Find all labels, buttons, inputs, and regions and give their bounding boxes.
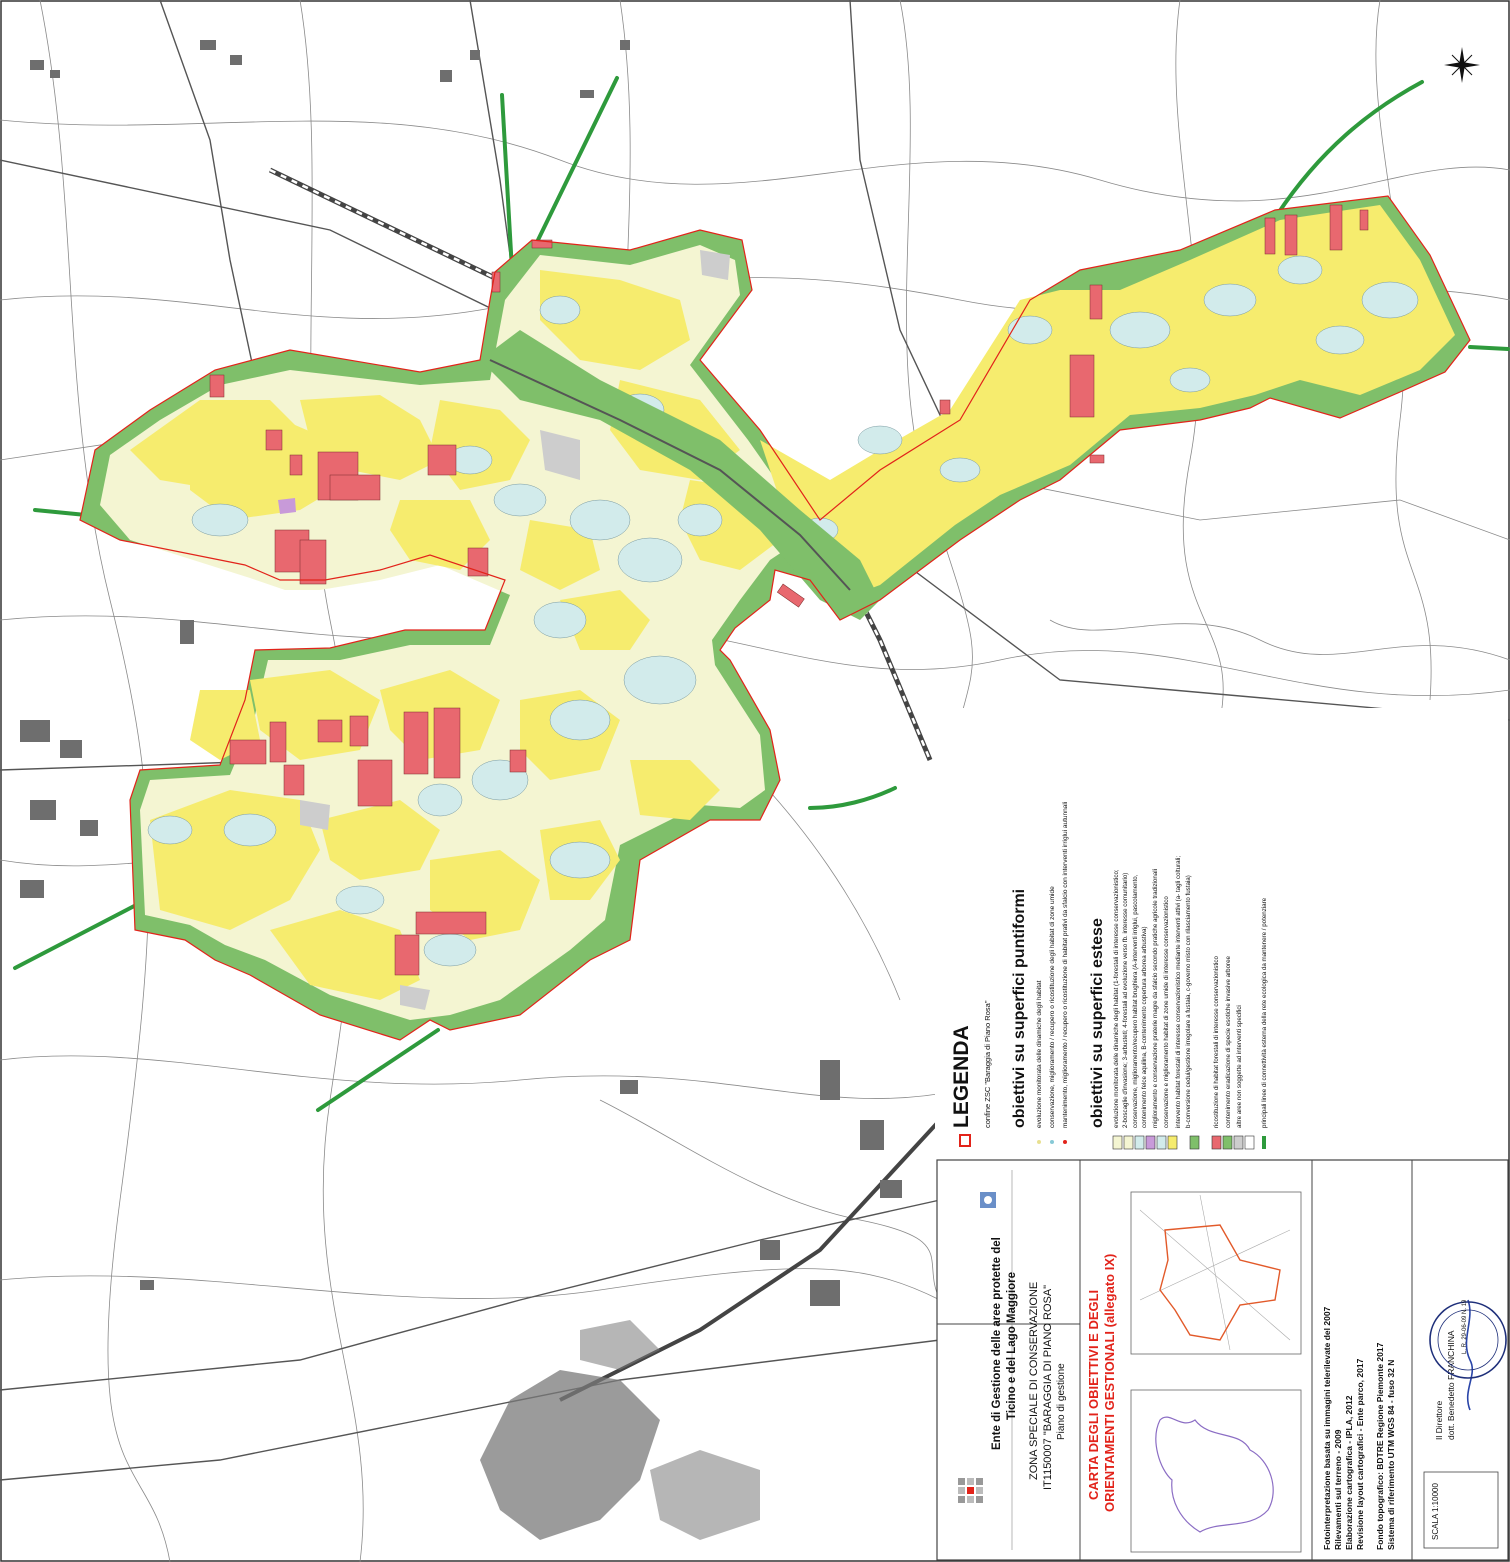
area-item: contenimento felce aquilina, B-contenime… [1141,926,1148,1128]
zsc-line3: Piano di gestione [1056,1363,1067,1440]
director-name: dott. Benedetto FRANCHINA [1446,1330,1456,1440]
org-name-line1: Ente di Gestione delle aree protette del [991,1237,1003,1450]
area-item: miglioramento e conservazione praterie m… [1152,869,1159,1128]
area-objectives-header: obiettivi su superfici estese [1089,918,1106,1128]
area-item: evoluzione monitorata delle dinamiche de… [1113,869,1120,1128]
signature [1465,1299,1474,1411]
director-role: Il Direttore [1434,1401,1444,1440]
purple-patch [278,498,296,514]
area-item: contenimento eradicazione di specie esot… [1225,955,1232,1128]
area-swatches [1112,1135,1266,1150]
boundary-label: confine ZSC "Baraggia di Piano Rosa" [983,1000,992,1128]
area-item: principali linee di connettività esterna… [1261,897,1268,1128]
point-objectives-header: obiettivi su superfici puntiformi [1011,889,1028,1128]
area-item: conservazione, miglioramento/recupero ha… [1132,874,1139,1128]
zsc-boundary [79,195,1471,1041]
zsc-area [79,195,1471,1041]
point-swatch-wetland [1050,1140,1054,1144]
boundary-swatch [959,1134,971,1147]
point-item: conservazione, miglioramento / recupero … [1049,886,1056,1128]
credit-line: Revisione layout cartografici - Ente par… [1355,1358,1365,1550]
title-block: Ente di Gestione delle aree protette del… [936,1159,1509,1561]
area-item: altre aree non soggette ad interventi sp… [1236,1005,1243,1128]
point-swatch-meadow [1063,1140,1067,1144]
inset-zsc-outline [1159,1224,1281,1341]
town-area [480,1320,760,1540]
inset-region-outline [1155,1416,1274,1533]
area-item: conservazione e miglioramento habitat di… [1163,896,1170,1128]
legend-panel: LEGENDA confine ZSC "Baraggia di Piano R… [950,802,1268,1150]
area-item: b-conversione cedui/gestione irregolare … [1185,875,1192,1128]
ente-logo-icon [958,1478,983,1503]
inset-map-local [1130,1191,1302,1355]
legend-title: LEGENDA [950,1025,973,1128]
legend-panel-bg [935,708,1508,1160]
point-item: mantenimento, miglioramento / recupero o… [1062,802,1069,1128]
north-arrow-icon [1444,47,1480,83]
zsc-line1: ZONA SPECIALE DI CONSERVAZIONE [1028,1282,1040,1480]
point-item: evoluzione monitorata delle dinamiche de… [1036,980,1043,1128]
map-title-line1: CARTA DEGLI OBIETTIVI E DEGLI [1086,1290,1101,1500]
region-logo-icon [980,1192,996,1208]
base-map-line: Fondo topografico: BDTRE Regione Piemont… [1375,1342,1385,1550]
area-item: intervento habitat forestali di interess… [1175,856,1182,1128]
area-item: 2-boscaglie d'invasione; 3-arbusteti; 4-… [1122,873,1129,1128]
credit-line: Fotointerpretazione basata su immagini t… [1322,1306,1332,1550]
zsc-line2: IT1150007 "BARAGGIA DI PIANO ROSA" [1042,1285,1054,1490]
ecological-connectivity-lines [13,76,1510,1112]
point-swatch-evolution [1037,1140,1041,1144]
credit-line: Rilevamenti sul terreno - 2009 [1333,1429,1343,1550]
official-stamp-icon: L. R. 29-06-09 N. 19 [1429,1299,1507,1379]
highway-road [489,359,851,591]
inset-map-region [1130,1389,1302,1553]
scale-label: SCALA 1:10000 [1431,1483,1440,1540]
scale-box [1423,1471,1499,1549]
stamp-text: L. R. 29-06-09 N. 19 [1462,1299,1468,1354]
area-item: ricostituzione di habitat forestali di i… [1213,955,1220,1128]
map-title-line2: ORIENTAMENTI GESTIONALI (allegato IX) [1102,1254,1117,1512]
credit-line: Elaborazione cartografica - IPLA, 2012 [1344,1395,1354,1550]
org-name-line2: Ticino e del Lago Maggiore [1006,1272,1018,1420]
base-map-line: Sistema di riferimento UTM WGS 84 - fuso… [1386,1360,1396,1550]
